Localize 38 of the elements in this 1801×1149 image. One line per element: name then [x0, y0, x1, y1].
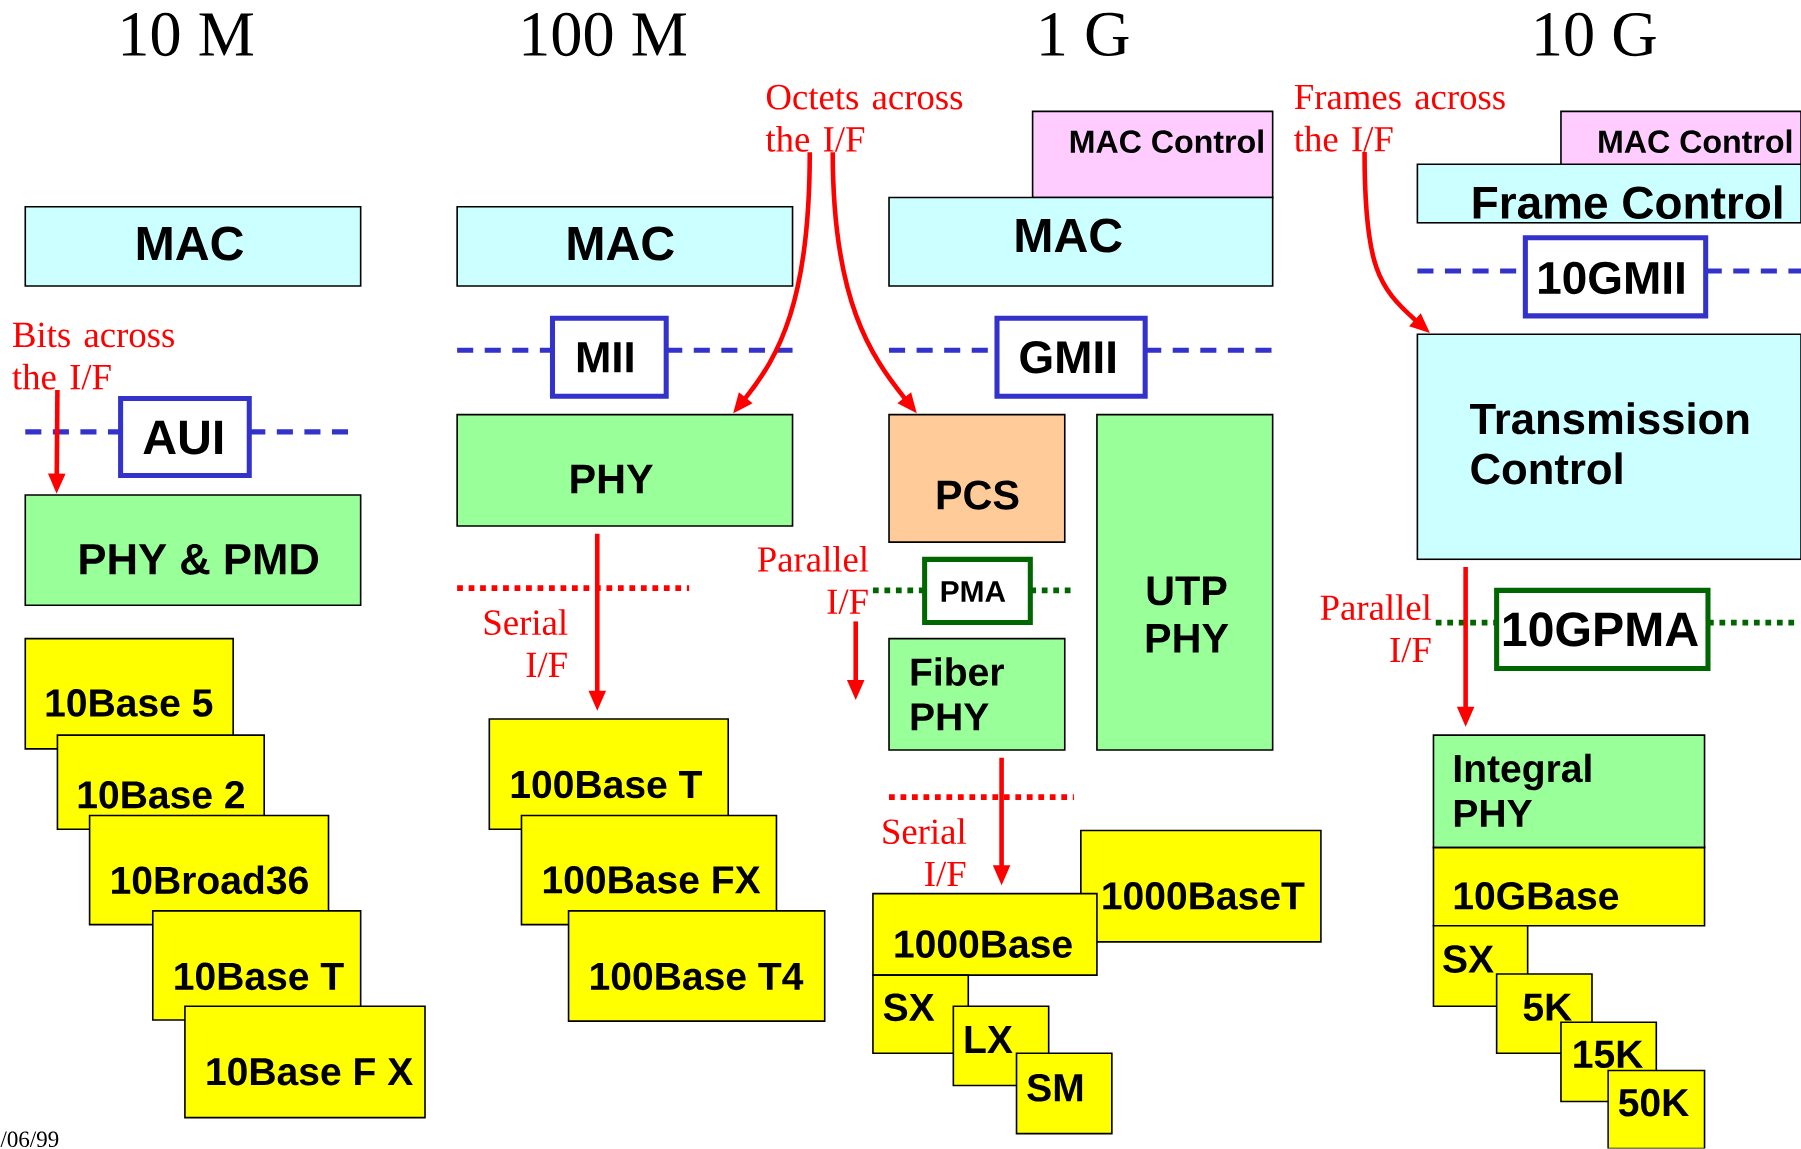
layer-box: 50K	[1607, 1069, 1706, 1149]
interface-box: 10GPMA	[1494, 588, 1711, 672]
interface-box: AUI	[118, 396, 252, 479]
interface-box: MII	[549, 315, 669, 399]
layer-box: 10Broad36	[88, 814, 330, 926]
edge-label: Serial I/F	[484, 609, 568, 678]
column-heading: 1 G	[1041, 13, 1129, 57]
layer-box: PCS	[888, 414, 1066, 544]
date-text: /06/99	[0, 1131, 59, 1148]
edge-label: Parallel I/F	[1320, 594, 1432, 663]
layer-box: Transmission Control	[1416, 333, 1801, 561]
layer-box: PHY & PMD	[24, 494, 362, 607]
layer-box: 1000BaseT	[1080, 829, 1322, 943]
interface-box: 10GMII	[1522, 235, 1709, 319]
layer-box: PHY	[456, 414, 794, 528]
layer-box: MAC	[24, 206, 362, 287]
layer-box: SM	[1015, 1052, 1113, 1135]
layer-box: 100Base T4	[567, 910, 826, 1023]
layer-box: Integral PHY	[1432, 734, 1706, 849]
layer-box: MAC Control	[1031, 110, 1274, 199]
layer-box: Frame Control	[1416, 163, 1801, 224]
annotation-text: Octets across the I/F	[765, 85, 963, 152]
column-heading: 10 M	[122, 12, 253, 57]
layer-box: Fiber PHY	[888, 638, 1066, 752]
interface-label: Parallel I/F	[757, 546, 869, 615]
layer-box: MAC	[888, 196, 1274, 287]
layer-box: MAC Control	[1560, 110, 1801, 167]
column-heading: 10 G	[1536, 12, 1656, 57]
annotation-text: Frames across the I/F	[1294, 85, 1505, 152]
column-heading: 100 M	[523, 12, 686, 57]
annotation-text: Bits across the I/F	[12, 322, 174, 390]
interface-box: PMA	[922, 557, 1033, 626]
edge-label: Serial I/F	[883, 818, 966, 887]
interface-box: GMII	[994, 315, 1148, 399]
layer-box: MAC	[456, 206, 794, 287]
layer-box: 100Base FX	[520, 814, 778, 926]
layer-box: UTP PHY	[1096, 414, 1274, 752]
layer-box: 10Base F X	[184, 1005, 426, 1119]
